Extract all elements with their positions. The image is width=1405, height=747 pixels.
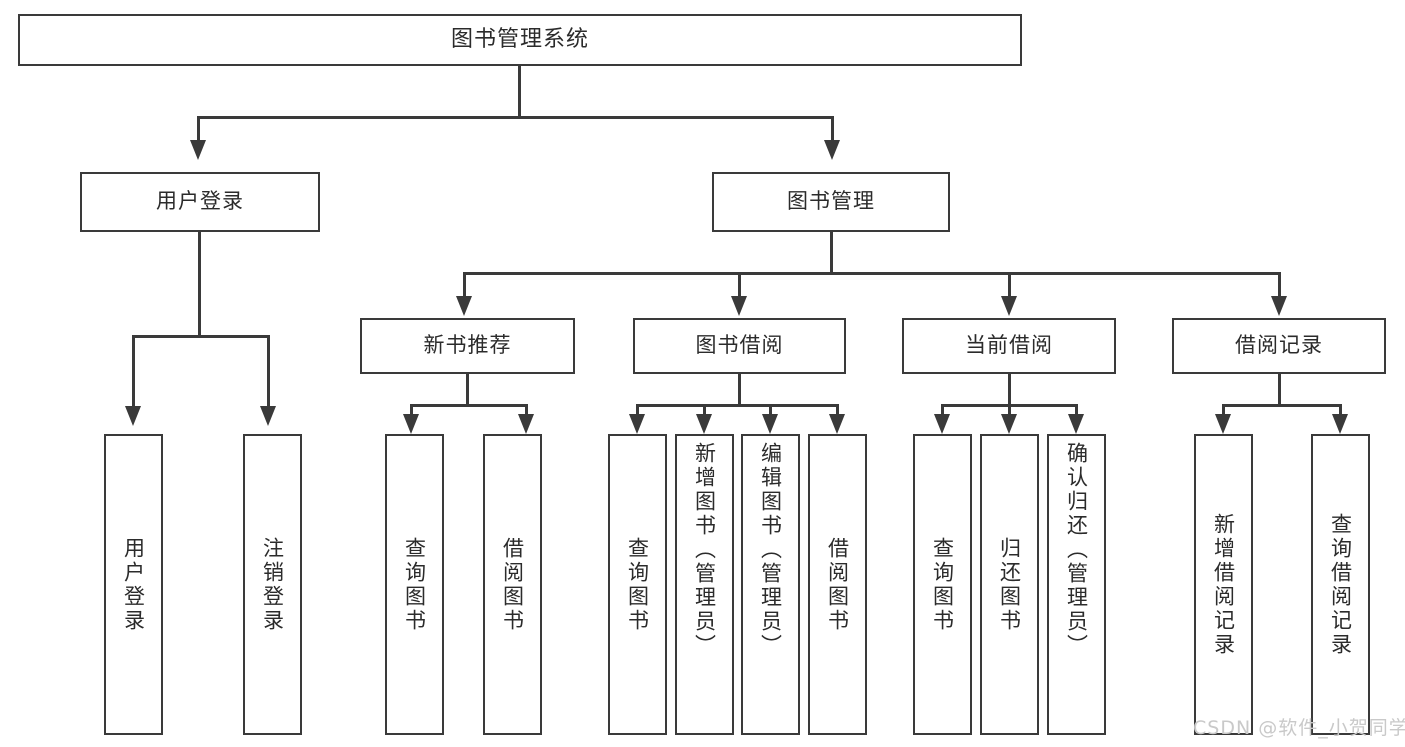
edge-cb-stem bbox=[1008, 374, 1011, 407]
arrowhead-leaf-return-book bbox=[1001, 414, 1017, 434]
edge-nbr-drop-1 bbox=[410, 404, 413, 416]
node-leaf-edit-book[interactable]: 编辑图书（管理员） bbox=[741, 434, 800, 735]
node-leaf-confirm-return[interactable]: 确认归还（管理员） bbox=[1047, 434, 1106, 735]
arrowhead-leaf-add-book bbox=[696, 414, 712, 434]
node-leaf-query-book-1[interactable]: 查询图书 bbox=[385, 434, 444, 735]
arrowhead-borrow-record bbox=[1271, 296, 1287, 316]
edge-nbr-drop-2 bbox=[525, 404, 528, 416]
edge-br-stem bbox=[1278, 374, 1281, 407]
arrowhead-new-book-recommend bbox=[456, 296, 472, 316]
node-leaf-add-record[interactable]: 新增借阅记录 bbox=[1194, 434, 1253, 735]
node-current-borrow[interactable]: 当前借阅 bbox=[902, 318, 1116, 374]
node-leaf-borrow-book-1[interactable]: 借阅图书 bbox=[483, 434, 542, 735]
edge-user-login-stem bbox=[198, 232, 201, 337]
node-leaf-user-login[interactable]: 用户登录 bbox=[104, 434, 163, 735]
edge-drop-book-borrow bbox=[738, 272, 741, 300]
edge-bb-drop-1 bbox=[636, 404, 639, 416]
arrowhead-leaf-confirm-return bbox=[1068, 414, 1084, 434]
node-borrow-record[interactable]: 借阅记录 bbox=[1172, 318, 1386, 374]
arrowhead-leaf-query-book-2 bbox=[629, 414, 645, 434]
arrowhead-leaf-add-record bbox=[1215, 414, 1231, 434]
edge-br-drop-1 bbox=[1222, 404, 1225, 416]
arrowhead-leaf-user-login bbox=[125, 406, 141, 426]
edge-user-login-drop-1 bbox=[132, 335, 135, 408]
edge-drop-new-book-recommend bbox=[463, 272, 466, 300]
arrowhead-current-borrow bbox=[1001, 296, 1017, 316]
arrowhead-leaf-query-book-3 bbox=[934, 414, 950, 434]
edge-root-bus bbox=[197, 116, 834, 119]
edge-bb-drop-4 bbox=[836, 404, 839, 416]
edge-book-management-stem bbox=[830, 232, 833, 274]
node-leaf-borrow-book-2[interactable]: 借阅图书 bbox=[808, 434, 867, 735]
edge-cb-drop-2 bbox=[1008, 404, 1011, 416]
node-root-system[interactable]: 图书管理系统 bbox=[18, 14, 1022, 66]
arrowhead-leaf-borrow-book-2 bbox=[829, 414, 845, 434]
arrowhead-book-borrow bbox=[731, 296, 747, 316]
edge-nbr-stem bbox=[466, 374, 469, 407]
arrowhead-leaf-user-logout bbox=[260, 406, 276, 426]
edge-user-login-bus bbox=[132, 335, 270, 338]
node-new-book-recommend[interactable]: 新书推荐 bbox=[360, 318, 575, 374]
edge-root-to-book-management bbox=[831, 116, 834, 144]
edge-bb-drop-2 bbox=[703, 404, 706, 416]
arrowhead-leaf-query-record bbox=[1332, 414, 1348, 434]
csdn-watermark: CSDN @软件_小贺同学 bbox=[1193, 717, 1405, 739]
edge-bb-drop-3 bbox=[769, 404, 772, 416]
edge-level3-bus bbox=[463, 272, 1281, 275]
edge-nbr-bus bbox=[410, 404, 528, 407]
edge-br-drop-2 bbox=[1339, 404, 1342, 416]
edge-drop-borrow-record bbox=[1278, 272, 1281, 300]
arrowhead-user-login bbox=[190, 140, 206, 160]
node-leaf-query-book-3[interactable]: 查询图书 bbox=[913, 434, 972, 735]
arrowhead-leaf-borrow-book-1 bbox=[518, 414, 534, 434]
node-user-login[interactable]: 用户登录 bbox=[80, 172, 320, 232]
edge-bb-stem bbox=[738, 374, 741, 407]
edge-root-stem bbox=[518, 66, 521, 118]
edge-bb-bus bbox=[636, 404, 839, 407]
node-leaf-return-book[interactable]: 归还图书 bbox=[980, 434, 1039, 735]
node-leaf-query-book-2[interactable]: 查询图书 bbox=[608, 434, 667, 735]
edge-root-to-user-login bbox=[197, 116, 200, 144]
node-leaf-query-record[interactable]: 查询借阅记录 bbox=[1311, 434, 1370, 735]
edge-cb-drop-3 bbox=[1075, 404, 1078, 416]
node-book-borrow[interactable]: 图书借阅 bbox=[633, 318, 846, 374]
node-leaf-user-logout[interactable]: 注销登录 bbox=[243, 434, 302, 735]
edge-user-login-drop-2 bbox=[267, 335, 270, 408]
arrowhead-book-management bbox=[824, 140, 840, 160]
edge-cb-drop-1 bbox=[941, 404, 944, 416]
node-book-management[interactable]: 图书管理 bbox=[712, 172, 950, 232]
arrowhead-leaf-edit-book bbox=[762, 414, 778, 434]
arrowhead-leaf-query-book-1 bbox=[403, 414, 419, 434]
node-leaf-add-book[interactable]: 新增图书（管理员） bbox=[675, 434, 734, 735]
edge-br-bus bbox=[1222, 404, 1342, 407]
edge-drop-current-borrow bbox=[1008, 272, 1011, 300]
